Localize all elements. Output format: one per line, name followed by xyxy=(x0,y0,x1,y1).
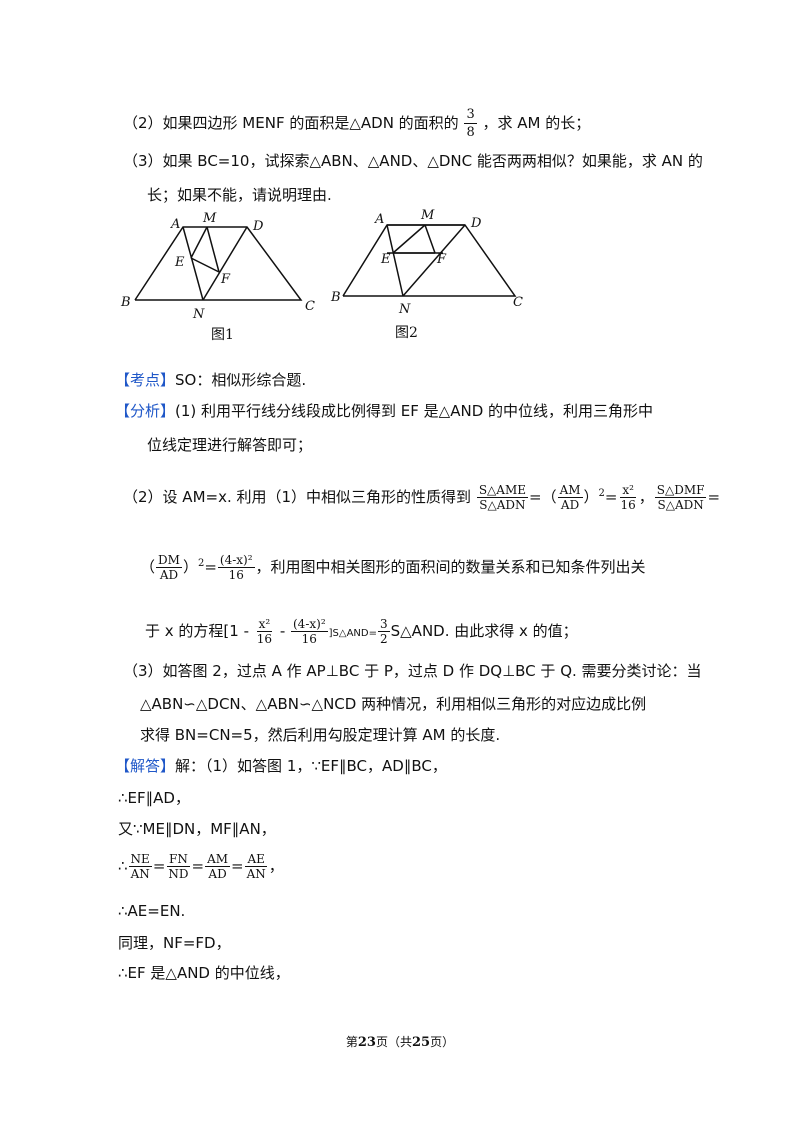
question-3-line2: 长；如果不能，请说明理由. xyxy=(147,186,332,204)
fig1-label-e: E xyxy=(174,255,185,270)
figure-1: A M D E F B N C 图1 xyxy=(120,211,315,343)
kaodian-tag: 【考点】 xyxy=(115,371,176,389)
page-total: 25 xyxy=(412,1035,431,1050)
fenxi-p5b: △ABN∽△DCN、△ABN∽△NCD 两种情况，利用相似三角形的对应边成比例 xyxy=(140,695,647,713)
fig1-label-a: A xyxy=(170,217,180,232)
fenxi-p1b: 位线定理进行解答即可； xyxy=(147,436,313,454)
jieda-l6: 同理，NF=FD， xyxy=(118,934,231,952)
q2-prefix: （2）如果四边形 MENF 的面积是△ADN 的面积的 xyxy=(123,114,459,132)
fig2-label-c: C xyxy=(513,295,523,310)
fig1-label-d: D xyxy=(252,219,264,234)
fenxi-p1a: (1) 利用平行线分线段成比例得到 EF 是△AND 的中位线，利用三角形中 xyxy=(175,402,654,420)
fig2-label-e: E xyxy=(380,252,391,267)
figure-2: A M D E F B N C 图2 xyxy=(330,208,523,341)
page-number: 23 xyxy=(357,1035,376,1050)
fig1-label-m: M xyxy=(202,211,217,226)
jieda-tag: 【解答】 xyxy=(115,757,176,775)
fig1-label-c: C xyxy=(305,299,315,314)
fig2-label-a: A xyxy=(374,212,384,227)
kaodian-text: SO：相似形综合题. xyxy=(175,371,307,389)
fig2-label-d: D xyxy=(470,216,482,231)
fenxi-p5c: 求得 BN=CN=5，然后利用勾股定理计算 AM 的长度. xyxy=(140,726,501,744)
fig1-label-f: F xyxy=(220,272,231,287)
fenxi-p5a: （3）如答图 2，过点 A 作 AP⊥BC 于 P，过点 D 作 DQ⊥BC 于… xyxy=(123,662,702,680)
fig2-label-m: M xyxy=(420,208,435,223)
jieda-l3: 又∵ME∥DN，MF∥AN， xyxy=(118,820,276,838)
fenxi-tag: 【分析】 xyxy=(115,402,176,420)
question-3-line1: （3）如果 BC=10，试探索△ABN、△AND、△DNC 能否两两相似？如果能… xyxy=(123,152,703,170)
q2-suffix: ，求 AM 的长； xyxy=(482,114,591,132)
kaodian: 【考点】SO：相似形综合题. xyxy=(115,369,306,391)
fig2-label-f: F xyxy=(436,252,447,267)
fig2-label-n: N xyxy=(398,302,411,317)
fig2-label-b: B xyxy=(330,290,341,305)
fig1-label-n: N xyxy=(192,307,205,322)
fig2-caption: 图2 xyxy=(395,325,418,341)
fig1-label-b: B xyxy=(120,295,131,310)
fenxi-line1: 【分析】(1) 利用平行线分线段成比例得到 EF 是△AND 的中位线，利用三角… xyxy=(115,400,653,422)
fig1-caption: 图1 xyxy=(211,327,234,343)
jieda-l7: ∴EF 是△AND 的中位线， xyxy=(118,964,290,982)
jieda-l2: ∴EF∥AD， xyxy=(118,789,190,807)
page-footer: 第23页（共25页） xyxy=(345,1035,455,1050)
jieda-l5: ∴AE=EN. xyxy=(118,902,186,920)
jieda-line1: 【解答】解：（1）如答图 1，∵EF∥BC，AD∥BC， xyxy=(115,757,447,775)
